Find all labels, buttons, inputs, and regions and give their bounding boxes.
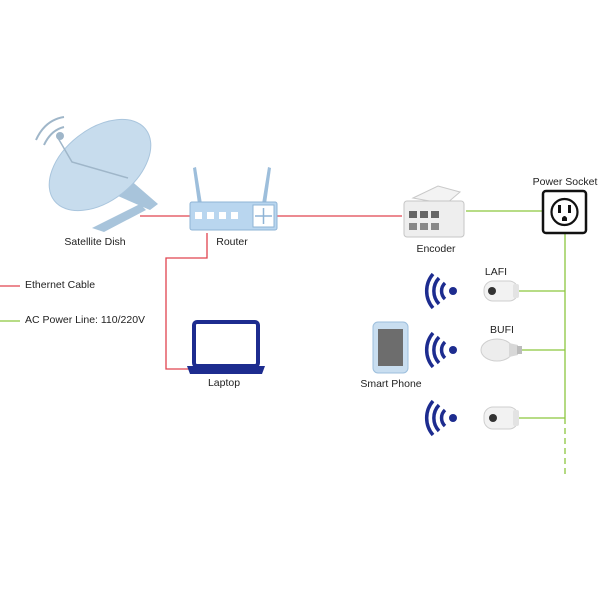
power-socket: Power Socket xyxy=(533,176,598,235)
dish-reflector xyxy=(48,118,152,212)
legend-power-label: AC Power Line: 110/220V xyxy=(25,314,145,326)
router: Router xyxy=(189,167,278,248)
power-socket-face xyxy=(550,197,579,227)
satellite-dish-label: Satellite Dish xyxy=(64,236,125,248)
camera3-lens xyxy=(489,414,497,422)
ethernet-lines xyxy=(140,215,402,370)
wifi-signal-icon-1 xyxy=(425,272,457,310)
power-socket-label: Power Socket xyxy=(533,176,598,188)
router-label: Router xyxy=(216,236,248,248)
encoder: Encoder xyxy=(403,185,465,255)
laptop-base xyxy=(187,366,265,374)
router-antenna-right xyxy=(262,167,271,204)
lafi-label: LAFI xyxy=(485,266,507,278)
power-socket-ground xyxy=(562,216,567,221)
legend-ethernet-label: Ethernet Cable xyxy=(25,279,95,291)
satellite-dish: Satellite Dish xyxy=(35,116,158,248)
bufi-bulb-neck xyxy=(509,343,518,357)
bufi-device: BUFI xyxy=(480,324,522,362)
bufi-label: BUFI xyxy=(490,324,514,336)
dish-feed-arm xyxy=(57,137,129,179)
lafi-camera-lens xyxy=(488,287,496,295)
smartphone: Smart Phone xyxy=(360,321,422,390)
laptop-label: Laptop xyxy=(208,377,240,389)
camera3-tail xyxy=(513,410,519,426)
smartphone-screen xyxy=(378,329,403,366)
laptop: Laptop xyxy=(187,320,265,389)
power-socket-slot-left xyxy=(558,205,561,213)
camera-device-3 xyxy=(483,406,519,430)
encoder-port-1 xyxy=(409,211,417,218)
encoder-port-6 xyxy=(431,223,439,230)
router-to-laptop-cable xyxy=(165,233,208,370)
dish-signal-arc xyxy=(35,116,65,141)
power-socket-frame xyxy=(541,189,588,235)
power-lines xyxy=(466,210,566,478)
router-port-2 xyxy=(207,212,214,219)
router-wan-arrows xyxy=(255,208,272,224)
lafi-device: LAFI xyxy=(483,266,519,302)
router-port-4 xyxy=(231,212,238,219)
wifi-signal-icon-2 xyxy=(425,331,457,369)
encoder-port-2 xyxy=(420,211,428,218)
wifi-signal-icon-3 xyxy=(425,399,457,437)
lafi-camera-tail xyxy=(513,284,519,298)
smartphone-label: Smart Phone xyxy=(360,378,421,390)
dish-feed-horn xyxy=(56,132,64,140)
router-port-1 xyxy=(195,212,202,219)
dish-signal-arc-inner xyxy=(43,126,65,146)
encoder-body xyxy=(403,200,465,238)
encoder-label: Encoder xyxy=(416,243,456,255)
router-port-3 xyxy=(219,212,226,219)
dish-stand xyxy=(92,178,158,232)
power-socket-slot-right xyxy=(568,205,571,213)
legend: Ethernet Cable AC Power Line: 110/220V xyxy=(0,279,145,326)
encoder-port-3 xyxy=(431,211,439,218)
encoder-port-5 xyxy=(420,223,428,230)
bufi-bulb-body xyxy=(480,338,514,362)
encoder-port-4 xyxy=(409,223,417,230)
router-antenna-left xyxy=(193,167,202,204)
bufi-bulb-base xyxy=(517,346,522,354)
laptop-screen xyxy=(192,320,260,368)
